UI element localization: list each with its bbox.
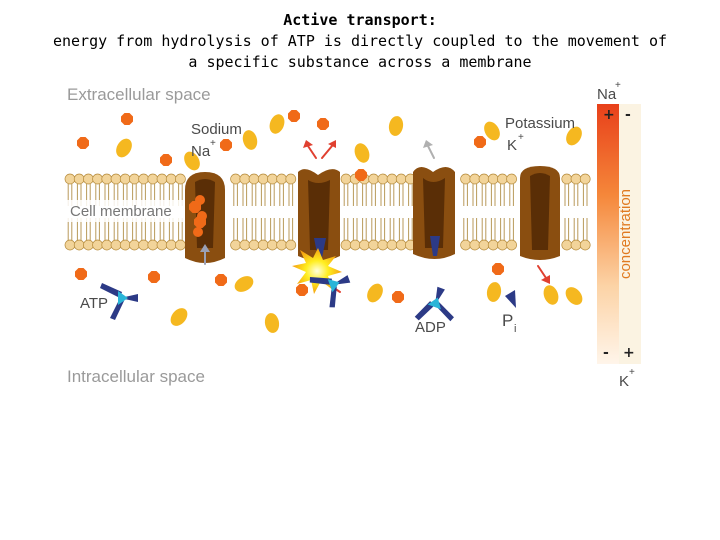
potassium-ion: [566, 126, 582, 146]
gradient-bottom-ion: K: [619, 373, 629, 390]
lipid: [266, 173, 278, 251]
sodium-ion: [75, 268, 87, 280]
pump-3: [413, 167, 455, 259]
potassium-ion: [264, 313, 280, 333]
sodium-ion: [288, 110, 300, 122]
potassium-ion: [367, 283, 383, 303]
title-line-2: energy from hydrolysis of ATP is directl…: [52, 32, 668, 50]
sodium-ion: [474, 136, 486, 148]
lipid: [487, 173, 499, 251]
sodium-ion: [296, 284, 308, 296]
extracellular-space-label: Extracellular space: [67, 85, 211, 104]
gradient-top-charge: +: [615, 80, 621, 91]
potassium-ion: [486, 282, 502, 302]
lipid: [239, 173, 251, 251]
pump-2: [298, 169, 340, 261]
lipid: [257, 173, 269, 251]
potassium-ion: [565, 287, 583, 305]
diagram-title: Active transport: energy from hydrolysis…: [0, 10, 720, 73]
cell-membrane-label: Cell membrane: [70, 203, 172, 220]
potassium-ion: [354, 143, 370, 163]
concentration-label: concentration: [617, 189, 634, 279]
lipid: [469, 173, 481, 251]
potassium-ion: [242, 130, 258, 150]
potassium-ion: [116, 138, 132, 158]
lipid: [358, 173, 370, 251]
concentration-gradient-bar: Na + concentration + - - + K +: [597, 80, 641, 390]
title-line-1: Active transport:: [283, 11, 437, 29]
sodium-ion: [392, 291, 404, 303]
gradient-sign-bottom-right: +: [623, 345, 635, 361]
lipid: [395, 173, 407, 251]
lipid: [248, 173, 260, 251]
lipid: [230, 173, 242, 251]
lipid: [276, 173, 288, 251]
sodium-ion: [121, 113, 133, 125]
lipid: [368, 173, 380, 251]
intracellular-space-label: Intracellular space: [67, 367, 205, 386]
potassium-ion: [543, 285, 559, 305]
potassium-ion: [170, 308, 188, 326]
lipid: [478, 173, 490, 251]
sodium-ions: [75, 110, 504, 303]
potassium-ion: [484, 121, 500, 141]
sodium-symbol: Na: [191, 143, 211, 160]
pi-subscript: i: [514, 323, 516, 335]
sodium-ion: [194, 216, 206, 228]
pump-4: [520, 166, 560, 260]
lipid: [579, 173, 591, 251]
title-line-3: a specific substance across a membrane: [188, 53, 532, 71]
lipid: [377, 173, 389, 251]
sodium-charge: +: [210, 138, 216, 149]
sodium-ion: [160, 154, 172, 166]
lipid: [496, 173, 508, 251]
lipid: [506, 173, 518, 251]
lipid: [561, 173, 573, 251]
lipid: [285, 173, 297, 251]
potassium-ion: [234, 276, 254, 292]
sodium-label: Sodium: [191, 121, 242, 138]
lipid: [570, 173, 582, 251]
lipid: [386, 173, 398, 251]
gradient-fill: [597, 104, 619, 364]
gradient-bottom-charge: +: [629, 367, 635, 378]
sodium-ion: [492, 263, 504, 275]
potassium-symbol: K: [507, 137, 517, 154]
sodium-ion: [77, 137, 89, 149]
pi-label: P: [502, 311, 513, 330]
gradient-top-ion: Na: [597, 86, 617, 103]
adp-label: ADP: [415, 319, 446, 336]
sodium-ion: [355, 169, 367, 181]
gradient-sign-top-left: +: [603, 107, 615, 123]
potassium-ions: [116, 114, 583, 333]
gradient-sign-bottom-left: -: [603, 345, 609, 361]
sodium-ion: [220, 139, 232, 151]
sodium-ion: [148, 271, 160, 283]
lipid: [340, 173, 352, 251]
transport-arrows: [200, 140, 550, 293]
potassium-charge: +: [518, 132, 524, 143]
gradient-label-strip: [619, 104, 641, 364]
potassium-ion: [269, 114, 285, 134]
sodium-ion: [215, 274, 227, 286]
sodium-ion: [189, 201, 201, 213]
potassium-label: Potassium: [505, 115, 575, 132]
lipid: [349, 173, 361, 251]
gradient-sign-top-right: -: [625, 107, 631, 123]
phosphate-pi: [505, 290, 516, 308]
potassium-ion: [388, 116, 404, 136]
atp-label: ATP: [80, 295, 108, 312]
sodium-ion: [317, 118, 329, 130]
membrane-label-bg: [66, 200, 184, 222]
lipid: [460, 173, 472, 251]
potassium-ion: [184, 151, 200, 171]
